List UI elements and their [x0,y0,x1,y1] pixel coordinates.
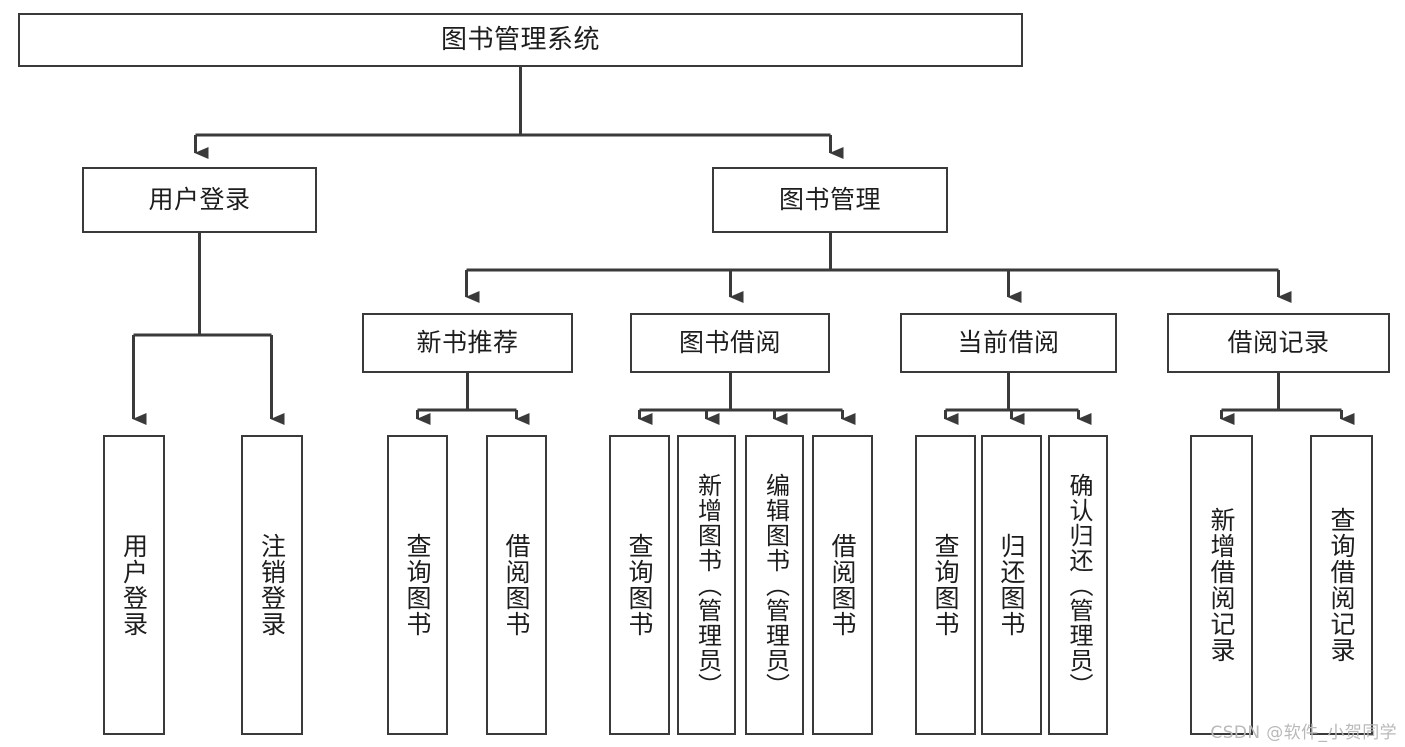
node-leaf-query-borrow-record[interactable]: 查询借阅记录 [1310,435,1373,735]
node-label: 注销登录 [257,533,287,637]
node-leaf-edit-book-admin[interactable]: 编辑图书（管理员） [745,435,804,735]
node-leaf-borrow-book-borrow[interactable]: 借阅图书 [812,435,873,735]
node-leaf-add-book-admin[interactable]: 新增图书（管理员） [677,435,736,735]
node-borrow-record[interactable]: 借阅记录 [1167,313,1390,373]
node-leaf-query-book-recommend[interactable]: 查询图书 [387,435,448,735]
node-book-borrow[interactable]: 图书借阅 [630,313,830,373]
node-label: 查询图书 [625,533,654,637]
node-label: 查询图书 [931,533,960,637]
node-label: 图书管理系统 [440,24,600,55]
node-label: 用户登录 [148,185,251,215]
node-book-management-system[interactable]: 图书管理系统 [18,13,1023,67]
node-book-management[interactable]: 图书管理 [712,167,948,233]
node-label: 用户登录 [119,533,149,637]
node-label: 借阅记录 [1227,328,1330,358]
node-label: 编辑图书（管理员） [761,472,790,698]
node-new-book-recommend[interactable]: 新书推荐 [362,313,573,373]
node-label: 确认归还（管理员） [1064,472,1093,698]
node-user-login[interactable]: 用户登录 [82,167,317,233]
node-leaf-query-book-borrow[interactable]: 查询图书 [609,435,670,735]
node-label: 查询借阅记录 [1327,507,1356,663]
node-label: 新增借阅记录 [1207,507,1236,663]
csdn-watermark: CSDN @软件_小贺同学 [1210,723,1397,743]
node-label: 图书借阅 [678,328,781,358]
node-leaf-return-book[interactable]: 归还图书 [981,435,1042,735]
node-label: 新增图书（管理员） [693,472,722,698]
node-leaf-add-borrow-record[interactable]: 新增借阅记录 [1190,435,1253,735]
node-label: 图书管理 [778,185,881,215]
node-label: 借阅图书 [502,533,531,637]
node-label: 归还图书 [997,533,1026,637]
node-label: 查询图书 [403,533,432,637]
node-current-borrow[interactable]: 当前借阅 [900,313,1117,373]
node-leaf-user-login[interactable]: 用户登录 [103,435,165,735]
node-label: 借阅图书 [828,533,857,637]
node-label: 新书推荐 [416,328,519,358]
node-leaf-logout-login[interactable]: 注销登录 [241,435,303,735]
node-leaf-query-book-current[interactable]: 查询图书 [915,435,976,735]
node-leaf-confirm-return-admin[interactable]: 确认归还（管理员） [1048,435,1108,735]
node-leaf-borrow-book-recommend[interactable]: 借阅图书 [486,435,547,735]
node-label: 当前借阅 [957,328,1060,358]
